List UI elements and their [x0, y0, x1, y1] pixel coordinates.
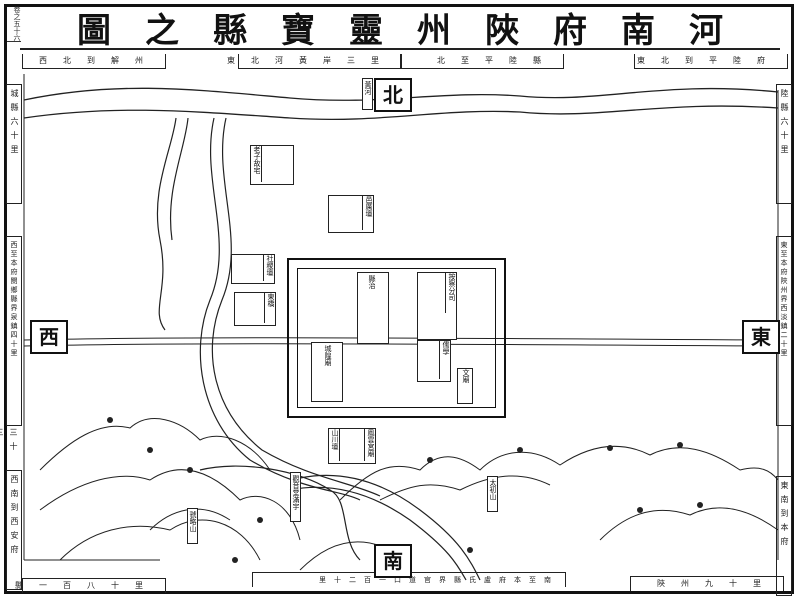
yili-altar-label: 邑厲壇: [362, 196, 373, 230]
east-west-road: [23, 337, 779, 341]
corner-note: 卷之五十六: [7, 6, 21, 42]
title-char: 州: [417, 10, 451, 51]
west-marker: 西: [30, 320, 68, 354]
title-char: 南: [621, 10, 655, 51]
north-marker: 北: [374, 78, 412, 112]
county-office-label: 縣治: [368, 275, 376, 289]
title-char: 陜: [485, 10, 519, 51]
mountains-right: [299, 445, 779, 571]
border-note-left-lower-a: 三十三: [0, 428, 18, 456]
city-god-temple: 城隍廟: [311, 342, 343, 402]
wenmiao-label: 文廟: [462, 369, 470, 383]
border-note-left-middle: 西至本府閿鄉縣界泉鎮四十里: [6, 236, 22, 426]
laozi-temple: 老子故宅: [250, 145, 294, 185]
border-note-left-lower-b: 西南到西安府: [6, 470, 22, 590]
yili-altar: 邑厲壇: [328, 195, 374, 233]
county-city-wall: 縣治 按察分司 城隍廟 儒學 文廟: [287, 258, 506, 418]
border-note-top-left: 西北到解州: [22, 54, 166, 69]
border-note-right-lower: 東南到本府: [776, 476, 792, 596]
tributary: [156, 117, 177, 331]
south-marker: 南: [374, 544, 412, 578]
mountains-left: [39, 418, 301, 561]
inspector-office-label: 按察分司: [445, 273, 456, 313]
wenmiao: 文廟: [457, 368, 473, 404]
inner-wall: [297, 268, 496, 408]
east-bridge-label: 東橋: [264, 293, 275, 323]
map-frame: [4, 4, 794, 594]
title-char: 之: [145, 10, 179, 51]
sheji-altar-label: 社稷壇: [263, 255, 274, 281]
huotai-mountain-label: 太初山: [487, 476, 498, 512]
border-note-top-center-left: 東北河黃岸三里: [227, 54, 402, 69]
laozi-temple-label: 老子故宅: [251, 146, 262, 182]
border-note-top-center-right: 北至平陸縣: [400, 54, 564, 69]
jiaxiang-pavilion-label: 觀音堂滿宇: [290, 472, 301, 522]
sheji-altar: 社稷壇: [231, 254, 275, 284]
map-title: 圖 之 縣 寶 靈 州 陜 府 南 河: [20, 6, 780, 51]
shuanyun-pavilion-label: 鳳雲宮廟: [364, 429, 375, 461]
border-note-bottom-right: 陜州九十里: [630, 576, 784, 591]
confucian-school-label: 儒學: [439, 341, 450, 379]
guishan-label: 虢略山: [187, 508, 198, 544]
confucian-school: 儒學: [417, 340, 451, 382]
mountains-rivers-altar-label: 山川壇: [329, 429, 340, 461]
east-bridge: 東橋: [234, 292, 276, 326]
title-char: 圖: [77, 10, 111, 51]
title-char: 靈: [349, 10, 383, 51]
east-marker: 東: [742, 320, 780, 354]
border-note-bottom-left: 南縣一百八十里: [0, 578, 166, 593]
city-god-temple-label: 城隍廟: [324, 345, 332, 366]
border-note-right-upper: 陸縣六十里: [776, 84, 792, 204]
title-char: 河: [689, 10, 723, 51]
border-note-top-right: 東北到平陸府: [634, 54, 788, 69]
county-office: 縣治: [357, 272, 389, 344]
river-label: 黃河: [362, 78, 373, 110]
title-char: 縣: [213, 10, 247, 51]
title-char: 寶: [281, 10, 315, 51]
title-char: 府: [553, 10, 587, 51]
mountains-rivers-altar: 山川壇 鳳雲宮廟: [328, 428, 376, 464]
border-note-left-upper: 城縣六十里: [6, 84, 22, 204]
inspector-office: 按察分司: [417, 272, 457, 340]
